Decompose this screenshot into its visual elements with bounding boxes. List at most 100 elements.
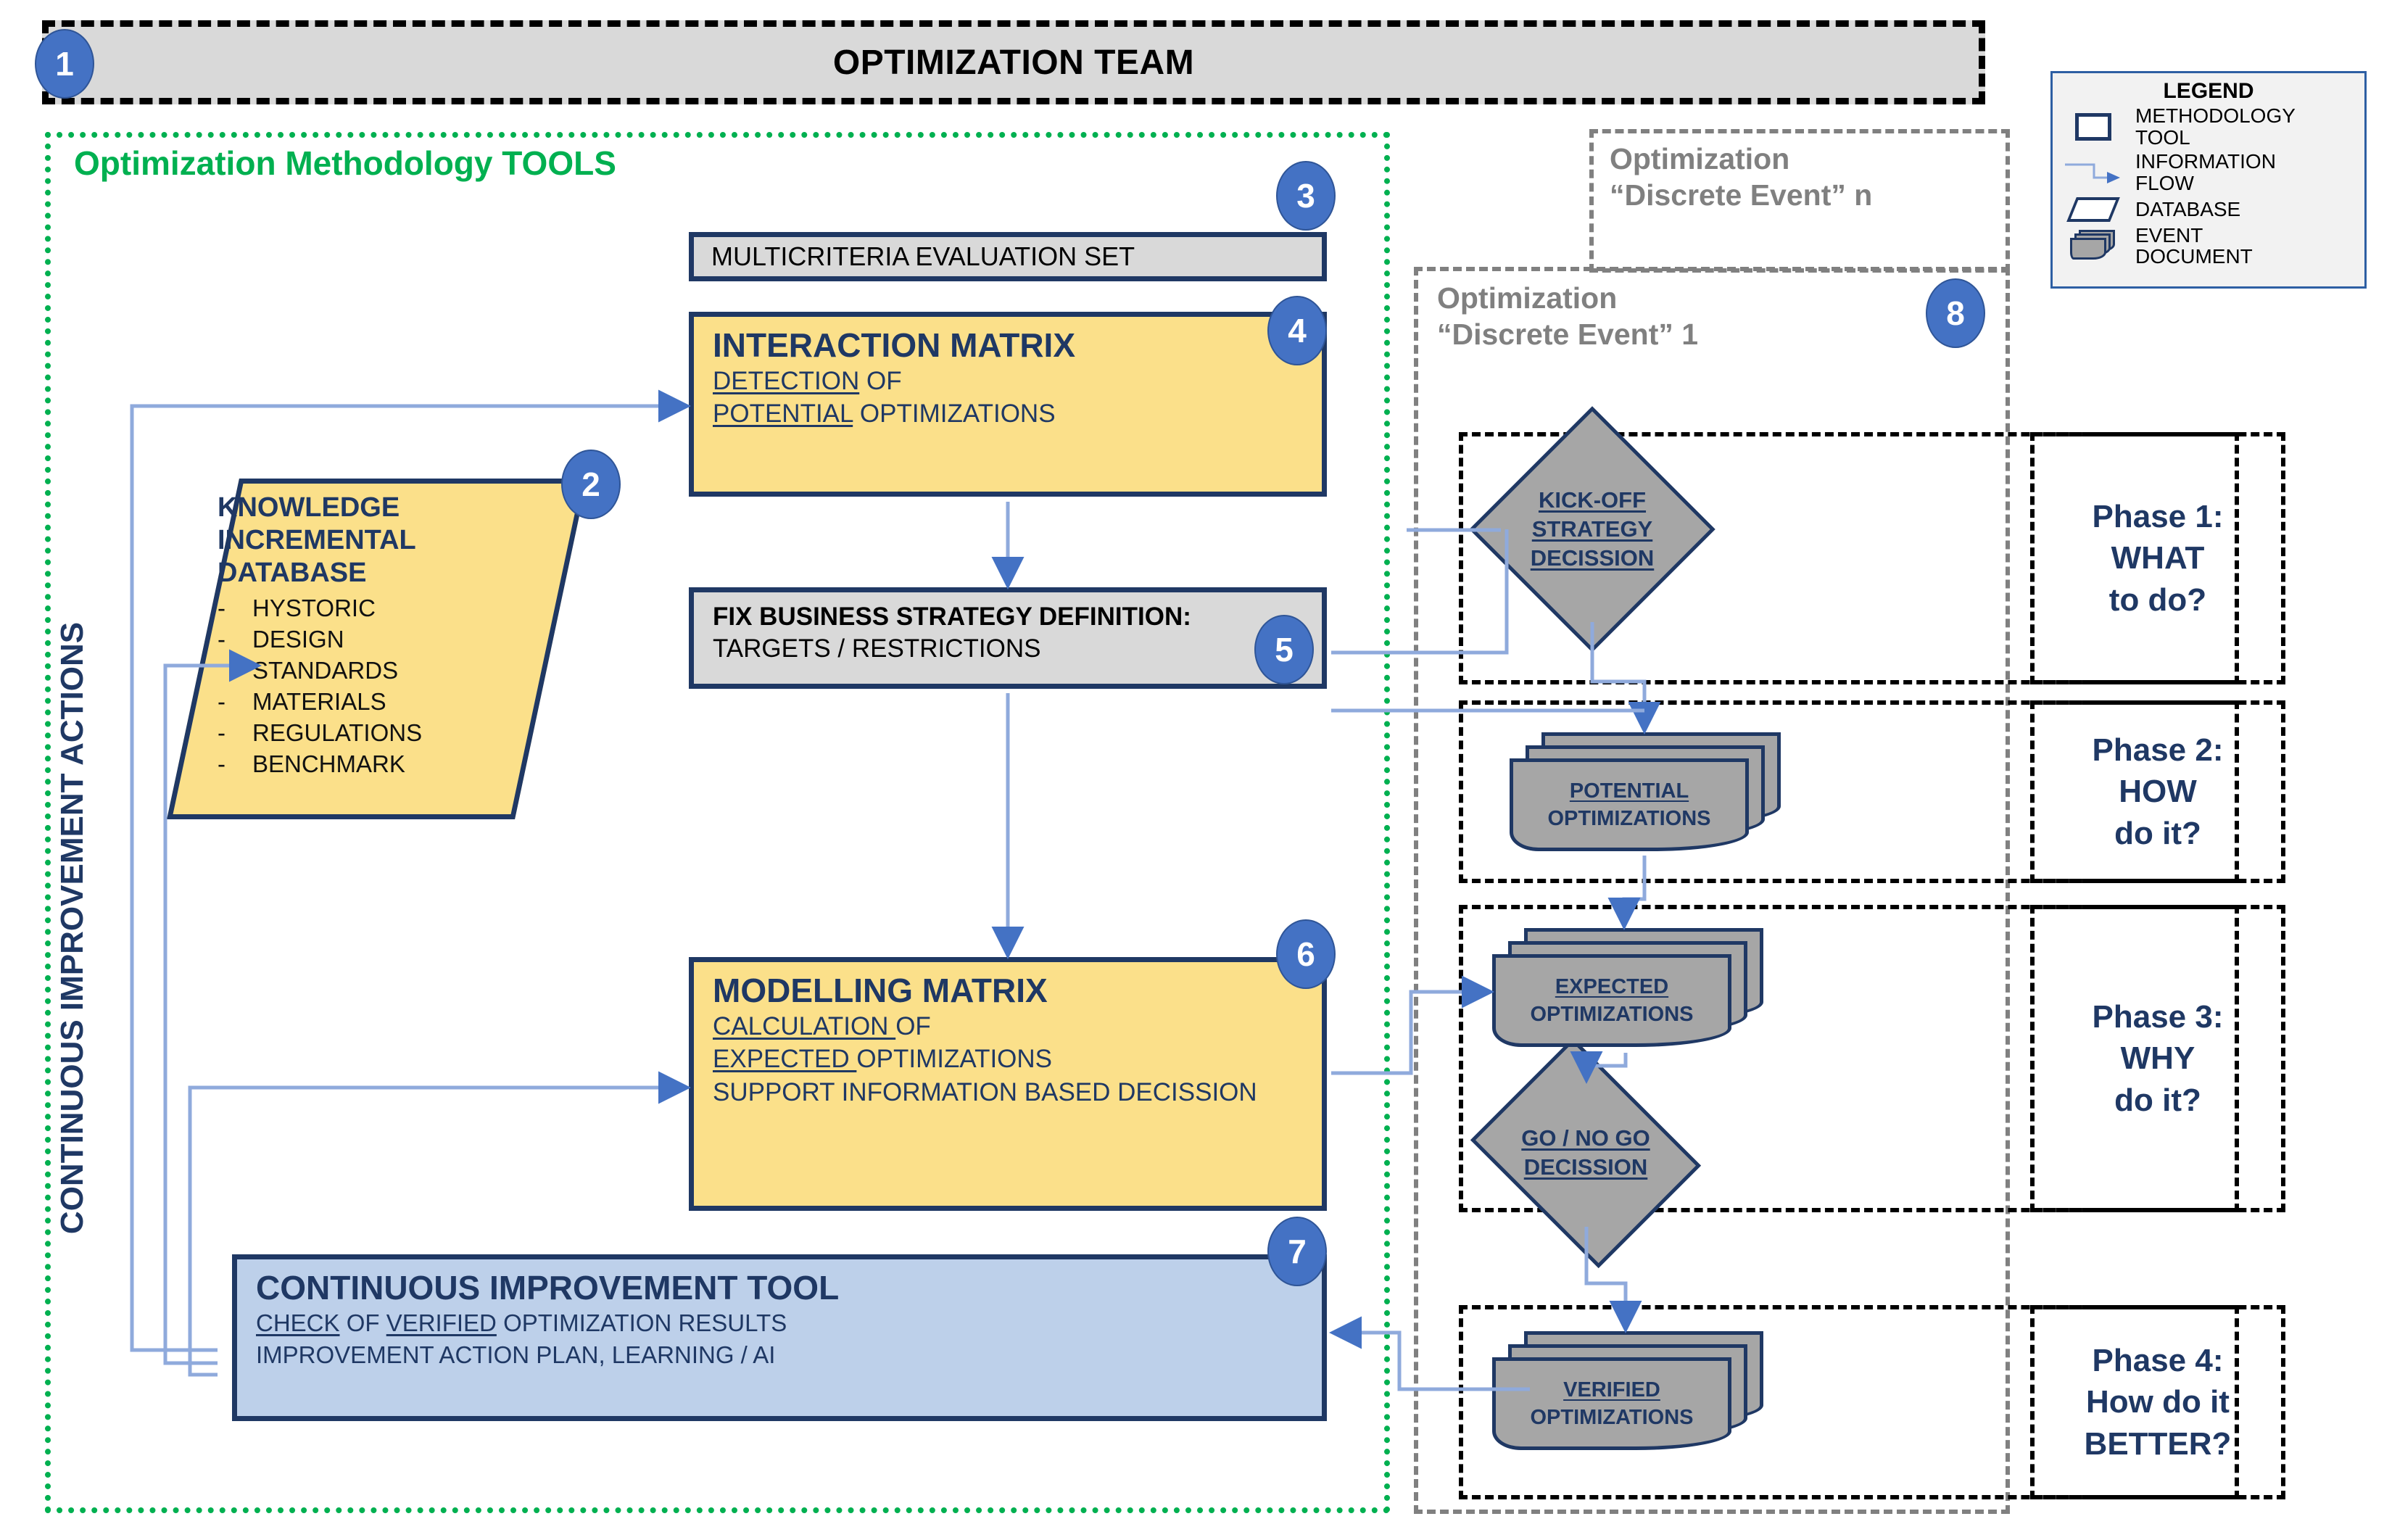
continuous-improvement-actions-label: CONTINUOUS IMPROVEMENT ACTIONS [51, 508, 94, 1349]
ci-tool-results: OPTIMIZATION RESULTS [496, 1309, 787, 1336]
continuous-improvement-actions-text: CONTINUOUS IMPROVEMENT ACTIONS [54, 621, 91, 1235]
ci-tool-line-2: IMPROVEMENT ACTION PLAN, LEARNING / AI [256, 1341, 776, 1368]
legend-panel: LEGEND METHODOLOGY TOOL INFORMATION FLOW [2050, 71, 2367, 289]
discrete-event-n-label: Optimization “Discrete Event” n [1594, 133, 2006, 220]
legend-item-methodology-tool: METHODOLOGY TOOL [2053, 104, 2364, 149]
badge-3: 3 [1276, 161, 1336, 231]
interaction-matrix-node[interactable]: INTERACTION MATRIX DETECTION OF POTENTIA… [689, 312, 1327, 497]
phase-1-line-2: WHAT [2111, 540, 2205, 576]
kick-off-text: KICK-OFF STRATEGY DECISSION [1505, 442, 1679, 616]
multicriteria-evaluation-set-node[interactable]: MULTICRITERIA EVALUATION SET [689, 232, 1327, 281]
legend-item-information-flow: INFORMATION FLOW [2053, 149, 2364, 195]
discrete-event-1-frame: Optimization “Discrete Event” 1 [1414, 267, 2010, 1514]
legend-item-0-line-2: TOOL [2135, 125, 2190, 149]
interaction-matrix-line-1-rest: OF [866, 366, 902, 395]
legend-item-0-line-1: METHODOLOGY [2135, 104, 2296, 127]
legend-item-3-line-1: EVENT [2135, 223, 2203, 247]
badge-8: 8 [1926, 278, 1985, 348]
phase-2-text: Phase 2: HOW do it? [2093, 729, 2224, 854]
list-item: -REGULATIONS [218, 719, 423, 747]
verified-optimizations-documents[interactable]: VERIFIED OPTIMIZATIONS [1492, 1331, 1765, 1454]
phase-2-title: Phase 2: [2092, 732, 2224, 769]
list-item: -MATERIALS [218, 688, 386, 716]
ci-tool-check-underlined: CHECK [256, 1309, 340, 1336]
modelling-matrix-title: MODELLING MATRIX [713, 972, 1048, 1009]
interaction-matrix-line-1: DETECTION OF [713, 365, 1303, 398]
discrete-event-1-line-1: Optimization [1437, 281, 1618, 315]
phase-4-content-frame [1459, 1305, 2239, 1499]
fix-business-strategy-node[interactable]: FIX BUSINESS STRATEGY DEFINITION: TARGET… [689, 587, 1327, 689]
badge-5: 5 [1254, 615, 1314, 684]
badge-4: 4 [1267, 296, 1327, 365]
go-no-go-text: GO / NO GO DECISSION [1495, 1080, 1676, 1225]
phase-1-line-3: to do? [2108, 581, 2207, 618]
ci-tool-title: CONTINUOUS IMPROVEMENT TOOL [256, 1269, 840, 1307]
phase-4-line-2: How do it [2086, 1384, 2230, 1420]
kick-off-line-3: DECISSION [1530, 545, 1655, 571]
knowledge-database-list: -HYSTORIC -DESIGN STANDARDS -MATERIALS -… [218, 593, 558, 779]
interaction-matrix-line-2-rest: OPTIMIZATIONS [859, 400, 1056, 429]
tools-container [45, 132, 1390, 1513]
modelling-matrix-line-1: CALCULATION OF [713, 1010, 1303, 1043]
continuous-improvement-tool-node[interactable]: CONTINUOUS IMPROVEMENT TOOL CHECK OF VER… [232, 1254, 1327, 1421]
event-document-icon [2060, 230, 2127, 262]
potential-optimizations-documents[interactable]: POTENTIAL OPTIMIZATIONS [1510, 732, 1782, 856]
modelling-matrix-line-1-rest: OF [895, 1011, 931, 1040]
phase-1-label: Phase 1: WHAT to do? [2030, 432, 2285, 684]
modelling-matrix-node[interactable]: MODELLING MATRIX CALCULATION OF EXPECTED… [689, 957, 1327, 1211]
ci-tool-verified-underlined: VERIFIED [386, 1309, 497, 1336]
list-item: -BENCHMARK [218, 750, 405, 777]
legend-item-3-line-2: DOCUMENT [2135, 245, 2253, 268]
badge-2: 2 [561, 450, 621, 519]
discrete-event-n-line-2: “Discrete Event” n [1610, 178, 1873, 212]
multicriteria-title: MULTICRITERIA EVALUATION SET [711, 241, 1135, 271]
page-title: OPTIMIZATION TEAM [832, 43, 1195, 82]
knowledge-database-title-3: DATABASE [218, 557, 367, 588]
phase-3-label: Phase 3: WHY do it? [2030, 905, 2285, 1212]
expected-optimizations-documents[interactable]: EXPECTED OPTIMIZATIONS [1492, 928, 1765, 1051]
phase-1-title: Phase 1: [2092, 499, 2224, 535]
go-no-go-line-1: GO / NO GO [1521, 1125, 1650, 1151]
phase-3-line-3: do it? [2114, 1082, 2201, 1118]
interaction-matrix-title: INTERACTION MATRIX [713, 326, 1076, 364]
go-no-go-line-2: DECISSION [1523, 1154, 1648, 1180]
document-sheet [1510, 758, 1749, 851]
modelling-matrix-line-2: EXPECTED OPTIMIZATIONS [713, 1043, 1303, 1076]
verified-line-2: OPTIMIZATIONS [1530, 1406, 1694, 1429]
interaction-matrix-line-2: POTENTIAL OPTIMIZATIONS [713, 397, 1303, 431]
phase-2-content-frame [1459, 700, 2239, 883]
expected-line-1: EXPECTED [1555, 974, 1669, 998]
ci-tool-line-1: CHECK OF VERIFIED OPTIMIZATION RESULTS [256, 1307, 1303, 1339]
knowledge-database-content: KNOWLEDGE INCREMENTAL DATABASE -HYSTORIC… [218, 492, 558, 780]
list-item: -DESIGN [218, 626, 344, 653]
discrete-event-1-line-2: “Discrete Event” 1 [1437, 318, 1699, 352]
go-no-go-decision-event[interactable]: GO / NO GO DECISSION [1470, 1037, 1702, 1269]
phase-3-line-2: WHY [2120, 1040, 2195, 1077]
potential-line-1: POTENTIAL [1569, 779, 1689, 803]
information-flow-icon [2060, 157, 2127, 188]
kick-off-strategy-decision-event[interactable]: KICK-OFF STRATEGY DECISSION [1469, 406, 1715, 653]
kick-off-line-2: STRATEGY [1531, 516, 1653, 542]
phase-4-label: Phase 4: How do it BETTER? [2030, 1305, 2285, 1499]
phase-1-text: Phase 1: WHAT to do? [2093, 496, 2224, 621]
phase-4-text: Phase 4: How do it BETTER? [2085, 1340, 2232, 1465]
badge-1: 1 [35, 29, 94, 99]
phase-4-title: Phase 4: [2092, 1343, 2224, 1379]
methodology-tool-icon [2060, 112, 2127, 141]
legend-item-database: DATABASE [2053, 196, 2364, 223]
legend-item-event-document: EVENT DOCUMENT [2053, 223, 2364, 269]
fix-strategy-line-1: FIX BUSINESS STRATEGY DEFINITION: [713, 603, 1191, 631]
modelling-matrix-line-1-underlined: CALCULATION [713, 1011, 896, 1040]
list-item: STANDARDS [252, 657, 399, 684]
interaction-matrix-line-1-underlined: DETECTION [713, 366, 860, 395]
list-item: -HYSTORIC [218, 595, 376, 622]
database-icon [2060, 196, 2127, 222]
document-sheet [1492, 954, 1731, 1047]
expected-optimizations-text: EXPECTED OPTIMIZATIONS [1492, 954, 1731, 1047]
expected-line-2: OPTIMIZATIONS [1530, 1003, 1694, 1026]
modelling-matrix-line-3: SUPPORT INFORMATION BASED DECISSION [713, 1077, 1257, 1106]
phase-2-line-2: HOW [2119, 774, 2197, 810]
interaction-matrix-line-2-underlined: POTENTIAL [713, 400, 853, 429]
verified-line-1: VERIFIED [1563, 1378, 1660, 1402]
